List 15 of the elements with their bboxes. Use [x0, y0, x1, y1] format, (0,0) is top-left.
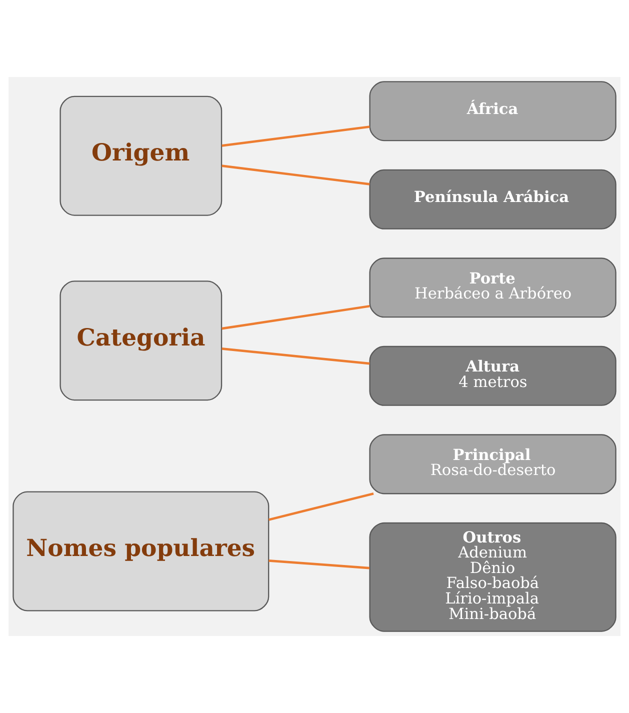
- node-box: Porte Herbáceo a Arbóreo: [369, 258, 616, 318]
- node-box: Nomes populares: [12, 491, 270, 612]
- connector: [222, 304, 370, 330]
- connector: [222, 126, 370, 147]
- node-box: Categoria: [60, 280, 222, 401]
- node-box: Outros Adenium Dênio Falso-baobá Lírio-impala Mini-baobá: [369, 522, 616, 632]
- node-box: Origem: [60, 96, 222, 216]
- node-box: Altura 4 metros: [369, 346, 616, 406]
- node-box: Península Arábica: [369, 169, 616, 230]
- connector: [222, 164, 370, 186]
- connector: [222, 348, 370, 365]
- node-box: África: [369, 81, 616, 142]
- connector: [268, 559, 370, 570]
- connector: [268, 492, 374, 521]
- node-box: Principal Rosa-do-deserto: [369, 434, 616, 494]
